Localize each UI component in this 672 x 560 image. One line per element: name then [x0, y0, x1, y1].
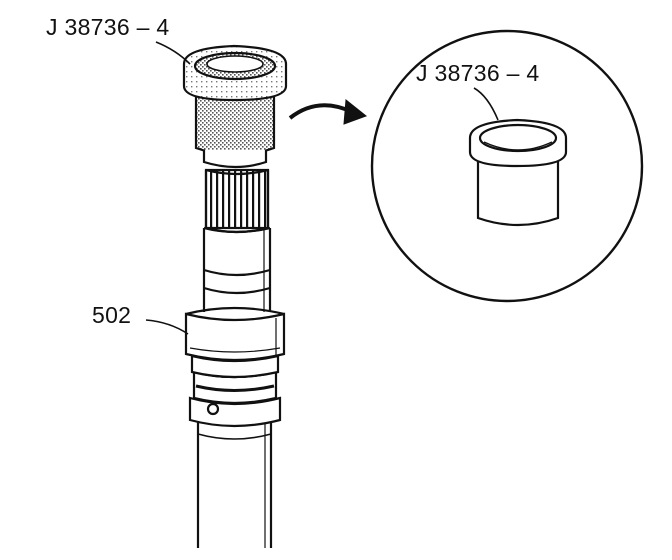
- shaft-splines: [204, 168, 270, 230]
- shaft-upper-tube: [202, 228, 272, 312]
- leader-tool-main: [155, 41, 191, 65]
- tool-detail: [468, 118, 568, 227]
- label-tool-main: J 38736 – 4: [46, 14, 170, 40]
- detail-arrow: [288, 99, 368, 125]
- leader-lines: [145, 41, 499, 335]
- leader-tool-detail: [473, 87, 499, 121]
- shaft: [184, 168, 286, 548]
- shaft-hole: [206, 402, 220, 416]
- tool-body: [194, 92, 276, 157]
- label-part-502: 502: [92, 302, 132, 328]
- part-502-sleeve: [184, 312, 286, 362]
- shaft-lower-tube: [196, 420, 273, 548]
- leader-502: [145, 319, 189, 335]
- label-tool-detail: J 38736 – 4: [416, 60, 540, 86]
- tool-installed: [182, 44, 288, 169]
